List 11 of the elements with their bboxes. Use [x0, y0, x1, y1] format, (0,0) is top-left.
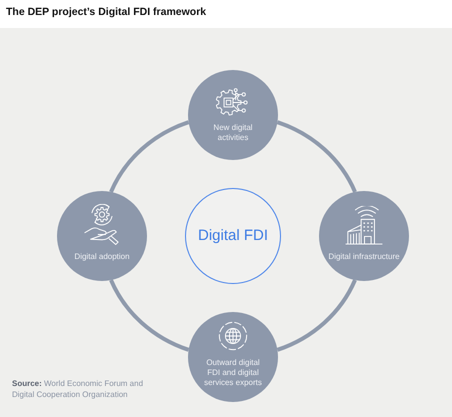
ring-arc: [109, 120, 190, 193]
ring-arc: [109, 279, 190, 352]
ring-arc: [276, 279, 357, 352]
diagram-title: The DEP project’s Digital FDI framework: [6, 6, 206, 19]
center-label: Digital FDI: [196, 227, 269, 245]
circle-label: Digital adoption: [73, 252, 131, 262]
circle-label: Digital infrastructure: [327, 252, 401, 262]
circle-label: Outward digital FDI and digital services exports: [203, 358, 263, 388]
source-note: Source: World Economic Forum and Digital Cooperation Organization: [12, 378, 144, 400]
circle-label: New digital activities: [212, 123, 254, 143]
ring-arc: [276, 120, 357, 193]
